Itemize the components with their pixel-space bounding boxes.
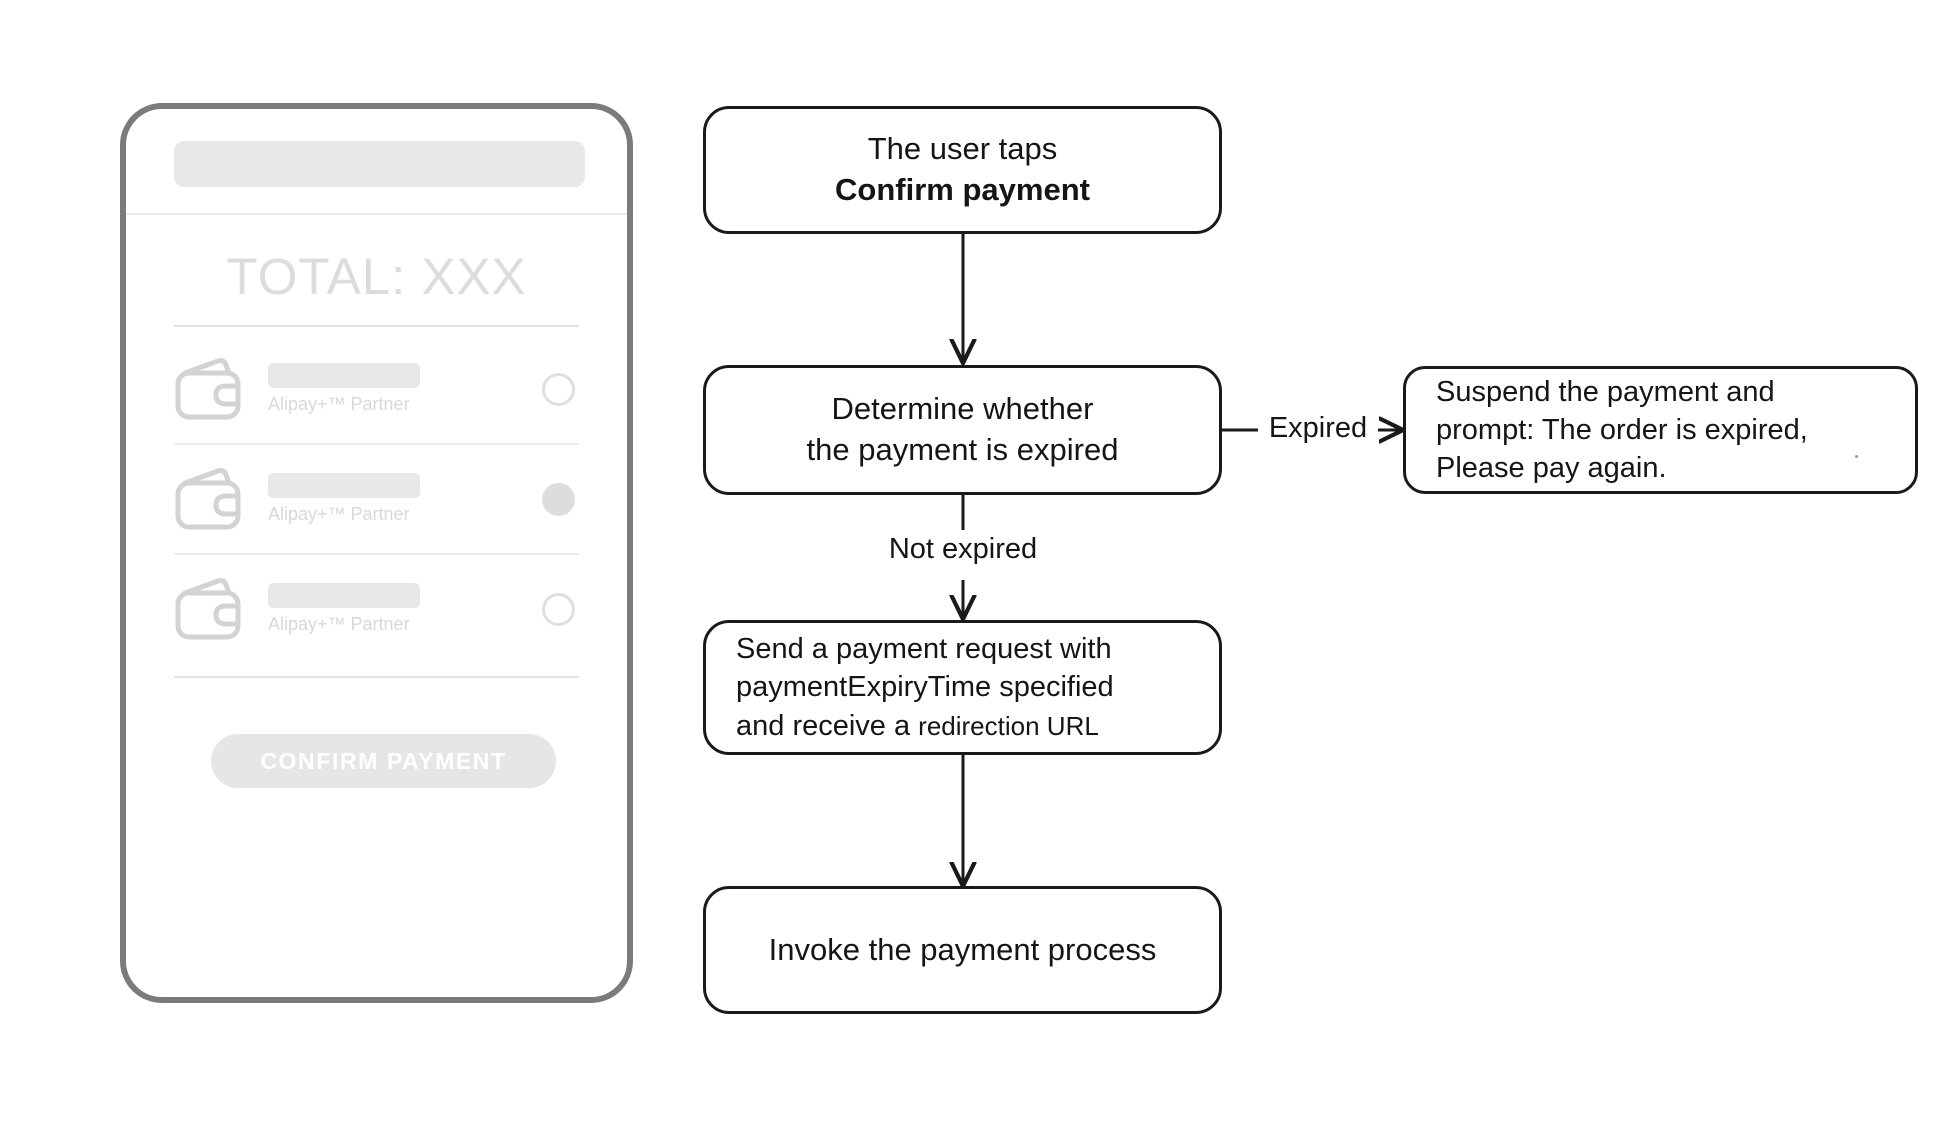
node-suspend-payment[interactable]: Suspend the payment and prompt: The orde… — [1403, 366, 1918, 494]
payment-method-row[interactable]: Alipay+™ Partner — [174, 335, 579, 443]
payment-method-partner-label: Alipay+™ Partner — [268, 504, 410, 525]
node-tap-line1: The user taps — [867, 131, 1058, 167]
node-tap-confirm-payment[interactable]: The user taps Confirm payment — [703, 106, 1222, 234]
node-determine-expiry[interactable]: Determine whether the payment is expired — [703, 365, 1222, 495]
payment-row-divider — [174, 443, 579, 445]
wallet-icon — [174, 577, 248, 641]
payment-method-text: Alipay+™ Partner — [268, 363, 542, 415]
node-tap-line2: Confirm payment — [835, 172, 1090, 207]
wallet-icon — [174, 467, 248, 531]
payment-row-divider — [174, 553, 579, 555]
node-suspend-line2: prompt: The order is expired, — [1436, 413, 1808, 446]
node-invoke-label: Invoke the payment process — [768, 931, 1157, 967]
payment-method-radio[interactable] — [542, 372, 575, 406]
node-suspend-line1: Suspend the payment and — [1436, 375, 1775, 408]
payment-method-row[interactable]: Alipay+™ Partner — [174, 445, 579, 553]
payment-method-name-placeholder — [268, 363, 420, 389]
search-input[interactable] — [174, 141, 585, 187]
payment-method-text: Alipay+™ Partner — [268, 473, 542, 525]
node-send-line3a: and receive a — [736, 709, 919, 742]
header-divider — [126, 213, 627, 215]
scan-artifact-dot — [1855, 455, 1858, 458]
payment-method-text: Alipay+™ Partner — [268, 583, 542, 635]
node-send-line1: Send a payment request with — [736, 633, 1112, 666]
node-invoke-payment-process[interactable]: Invoke the payment process — [703, 886, 1222, 1014]
order-total-label: TOTAL: XXX — [226, 248, 527, 305]
payment-method-radio[interactable] — [542, 592, 575, 626]
edge-label-not-expired: Not expired — [873, 533, 1053, 566]
node-send-payment-request[interactable]: Send a payment request with paymentExpir… — [703, 620, 1222, 755]
payment-method-row[interactable]: Alipay+™ Partner — [174, 555, 579, 663]
payment-method-name-placeholder — [268, 473, 420, 499]
phone-mockup: TOTAL: XXX Alipay+™ Partner — [120, 103, 633, 1003]
payment-method-radio-selected[interactable] — [542, 482, 575, 516]
payment-method-partner-label: Alipay+™ Partner — [268, 394, 410, 415]
payment-method-name-placeholder — [268, 583, 420, 609]
node-determine-line2: the payment is expired — [806, 432, 1119, 467]
node-send-line2: paymentExpiryTime specified — [736, 671, 1114, 704]
node-send-line3b: redirection URL — [918, 710, 1099, 741]
node-determine-line1: Determine whether — [831, 391, 1094, 427]
node-suspend-line3: Please pay again. — [1436, 452, 1667, 485]
payment-list-bottom-divider — [174, 676, 579, 678]
payment-list-top-divider — [174, 325, 579, 327]
confirm-payment-button[interactable]: CONFIRM PAYMENT — [211, 734, 556, 788]
edge-label-expired: Expired — [1258, 412, 1378, 445]
wallet-icon — [174, 357, 248, 421]
phone-screen: TOTAL: XXX Alipay+™ Partner — [126, 109, 627, 997]
payment-method-partner-label: Alipay+™ Partner — [268, 614, 410, 635]
